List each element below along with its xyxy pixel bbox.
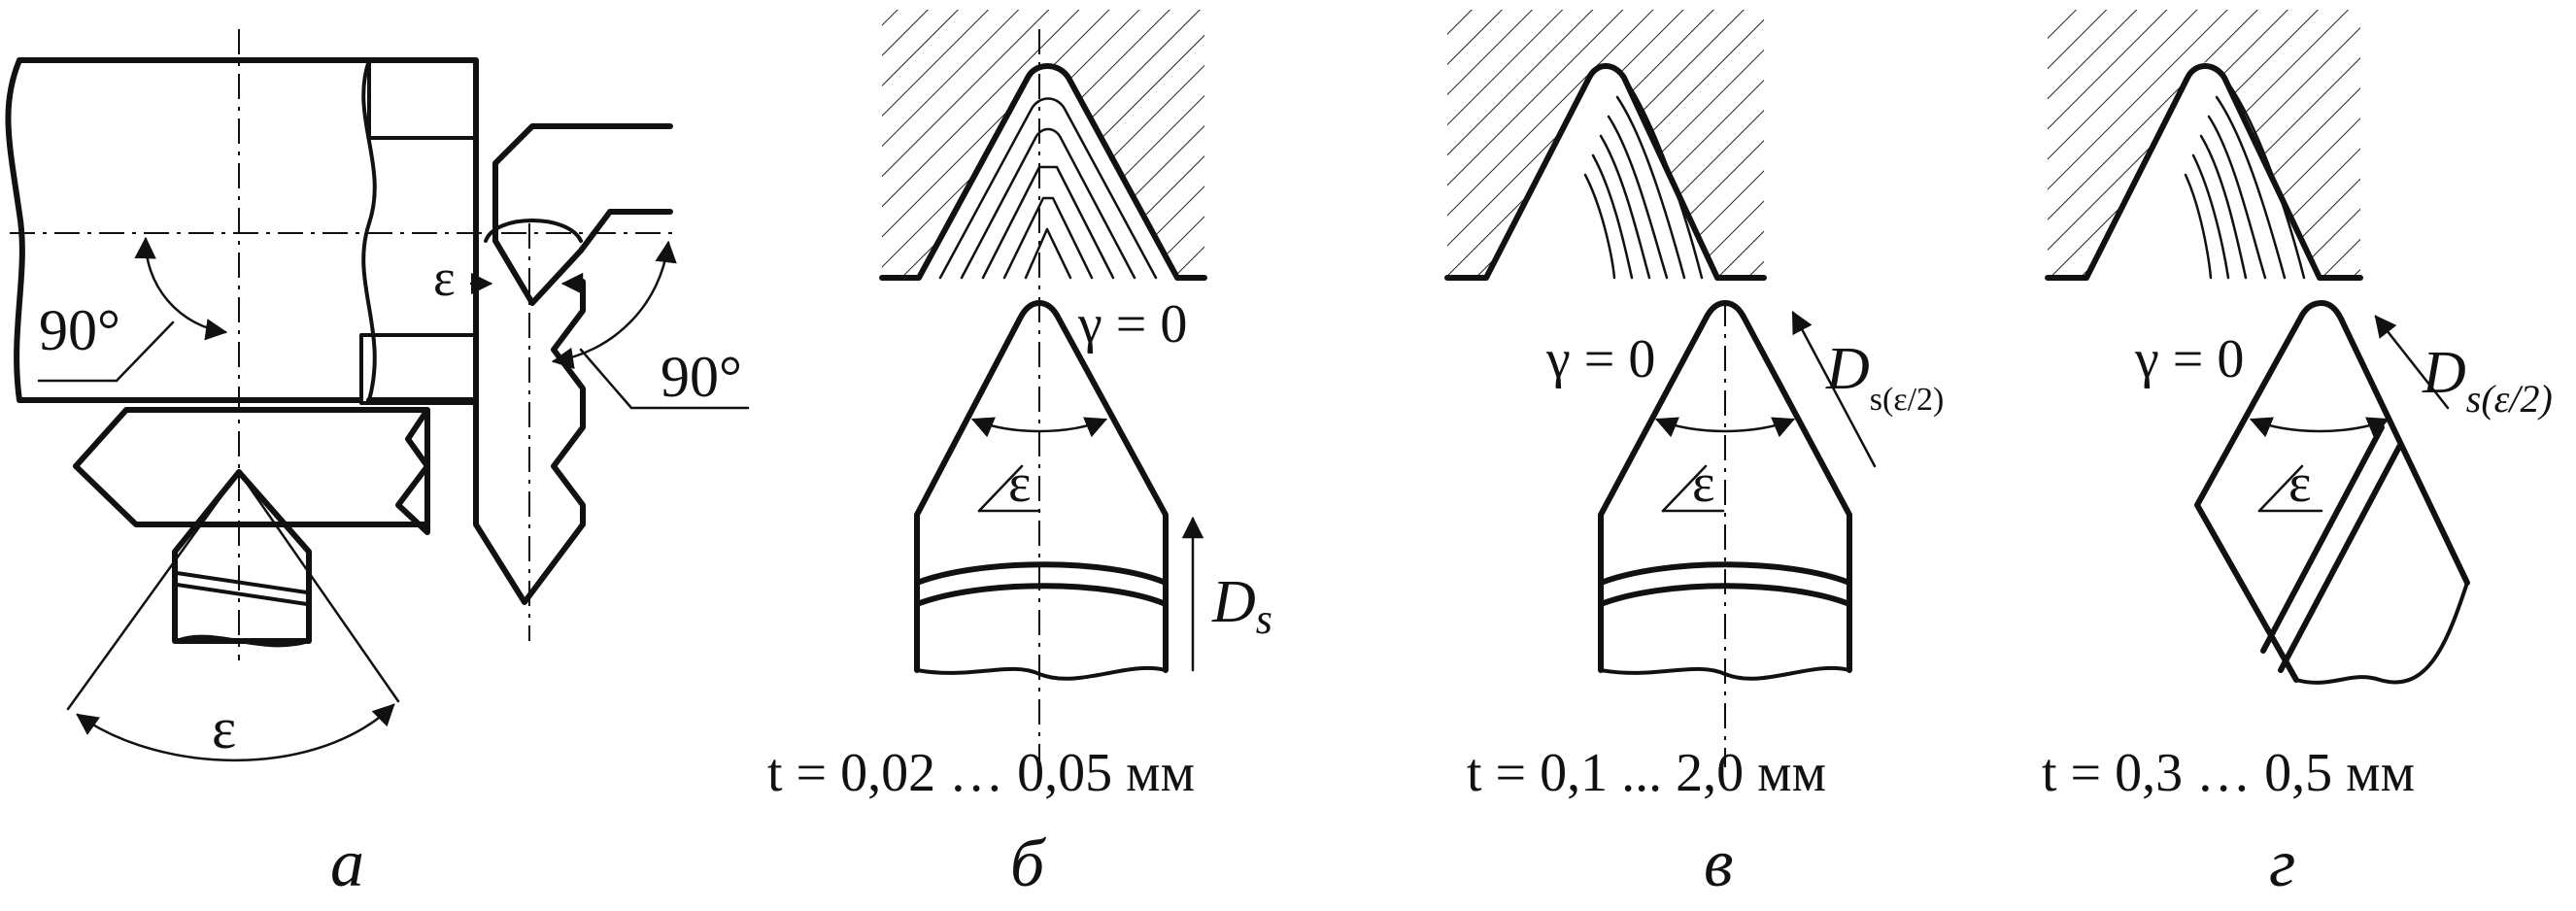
thread-profile-g — [2045, 10, 2363, 281]
thread-profile-v — [1444, 10, 1767, 281]
threading-tool-top: ε — [433, 123, 673, 641]
feed-label-g: D — [2422, 340, 2466, 406]
epsilon-label-g: ε — [2288, 454, 2312, 514]
panel-label-b: б — [1010, 827, 1047, 901]
feed-label-v: D — [1825, 336, 1870, 402]
feed-arrow-g: Ds(ε/2) — [2374, 315, 2553, 421]
panel-g: ε γ = 0 Ds(ε/2) t = 0,3 … 0,5 мм г — [2042, 10, 2553, 901]
panel-a: 90° ε 90° — [5, 29, 750, 901]
panel-v: ε γ = 0 Ds(ε/2) t = 0,1 ... 2,0 мм в — [1444, 10, 1944, 901]
depth-label-g: t = 0,3 … 0,5 мм — [2042, 743, 2415, 803]
feed-sub-g: s(ε/2) — [2466, 377, 2553, 421]
tool-holder — [73, 407, 430, 535]
gamma-label-g: γ = 0 — [2134, 329, 2244, 389]
svg-text:Ds(ε/2): Ds(ε/2) — [1825, 336, 1944, 418]
panel-label-a: а — [330, 827, 364, 901]
panel-b: ε γ = 0 Ds t = 0,02 … 0,05 мм б — [767, 10, 1272, 901]
angle-label-left: 90° — [39, 298, 120, 362]
svg-text:Ds: Ds — [1211, 569, 1272, 643]
tool-v: ε γ = 0 — [1545, 300, 1852, 681]
thread-profile-b — [879, 10, 1207, 281]
gamma-label-v: γ = 0 — [1545, 329, 1655, 389]
feed-label-b: D — [1211, 569, 1256, 635]
epsilon-label-v: ε — [1692, 454, 1715, 514]
feed-sub-b: s — [1256, 595, 1272, 643]
panel-label-g: г — [2269, 827, 2295, 901]
tool-b: ε γ = 0 — [914, 294, 1187, 681]
depth-label-v: t = 0,1 ... 2,0 мм — [1467, 743, 1826, 803]
workpiece — [5, 29, 680, 660]
epsilon-label-top: ε — [433, 249, 456, 307]
angle-label-right: 90° — [661, 345, 742, 409]
tool-g: ε γ = 0 — [2134, 300, 2470, 685]
right-right-angle-mark: 90° — [551, 240, 750, 410]
epsilon-label-bottom: ε — [212, 696, 236, 760]
svg-text:Ds(ε/2): Ds(ε/2) — [2422, 340, 2553, 421]
feed-sub-v: s(ε/2) — [1870, 382, 1945, 418]
gamma-label-b: γ = 0 — [1077, 294, 1187, 354]
left-right-angle-mark: 90° — [37, 236, 228, 383]
panel-label-v: в — [1704, 827, 1733, 901]
insert-lower: ε — [66, 469, 400, 761]
feed-arrow-b: Ds — [1181, 516, 1272, 672]
epsilon-label-b: ε — [1008, 454, 1032, 514]
feed-arrow-v: Ds(ε/2) — [1791, 311, 1944, 468]
depth-label-b: t = 0,02 … 0,05 мм — [767, 743, 1195, 803]
